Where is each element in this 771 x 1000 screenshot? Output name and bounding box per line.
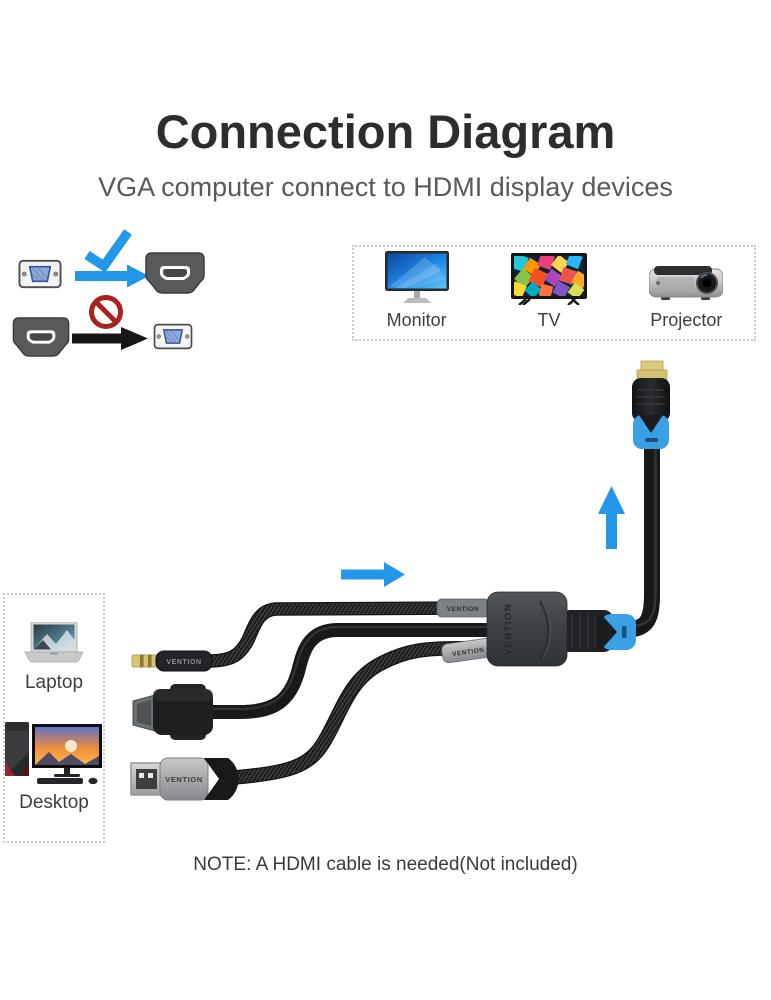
hdmi-cable	[612, 438, 660, 638]
device-item-monitor: Monitor	[384, 249, 449, 331]
arrow-up-icon	[598, 486, 625, 549]
brand-label: VENTION	[447, 606, 479, 613]
usb-cable	[222, 640, 478, 786]
projector-icon	[649, 266, 724, 300]
device-label: Monitor	[386, 310, 447, 330]
source-label: Desktop	[19, 792, 89, 814]
arrow-right-icon	[75, 264, 149, 288]
tv-icon	[510, 253, 587, 305]
device-item-tv: TV	[510, 249, 588, 331]
brand-label: VENTION	[503, 603, 514, 656]
compat-row-allowed	[18, 229, 205, 294]
page-subtitle: VGA computer connect to HDMI display dev…	[98, 172, 673, 202]
audio-jack-connector: VENTION	[131, 650, 213, 672]
device-label: TV	[537, 310, 561, 330]
arrow-right-icon	[341, 562, 405, 587]
source-item-desktop: Desktop	[5, 720, 103, 814]
prohibited-icon	[89, 295, 123, 329]
audio-cable-band: VENTION	[436, 598, 490, 618]
source-label: Laptop	[24, 671, 84, 693]
usb-connector: VENTION	[130, 757, 239, 801]
brand-label: VENTION	[452, 647, 485, 658]
monitor-icon	[384, 251, 449, 303]
desktop-icon	[5, 722, 102, 785]
laptop-icon	[24, 621, 84, 663]
device-label: Projector	[650, 310, 723, 330]
note-text: NOTE: A HDMI cable is needed(Not include…	[193, 854, 578, 875]
compat-row-not-allowed	[12, 295, 193, 357]
source-devices-box: Laptop Desktop	[3, 593, 105, 843]
page-title: Connection Diagram	[155, 105, 616, 158]
display-devices-box: Monitor	[352, 245, 756, 341]
source-item-laptop: Laptop	[23, 621, 85, 694]
vga-connector	[132, 684, 213, 740]
vga-cable	[199, 623, 507, 719]
check-icon	[84, 229, 132, 273]
hdmi-plug	[561, 610, 636, 652]
audio-cable	[201, 601, 477, 668]
adapter-body: VENTION	[486, 591, 568, 667]
hdmi-male-connector	[632, 360, 670, 449]
device-item-projector: Projector	[649, 249, 724, 331]
brand-label: VENTION	[165, 775, 203, 784]
compatibility-diagram	[12, 229, 205, 357]
brand-label: VENTION	[166, 659, 201, 666]
arrow-right-black-icon	[72, 327, 148, 350]
